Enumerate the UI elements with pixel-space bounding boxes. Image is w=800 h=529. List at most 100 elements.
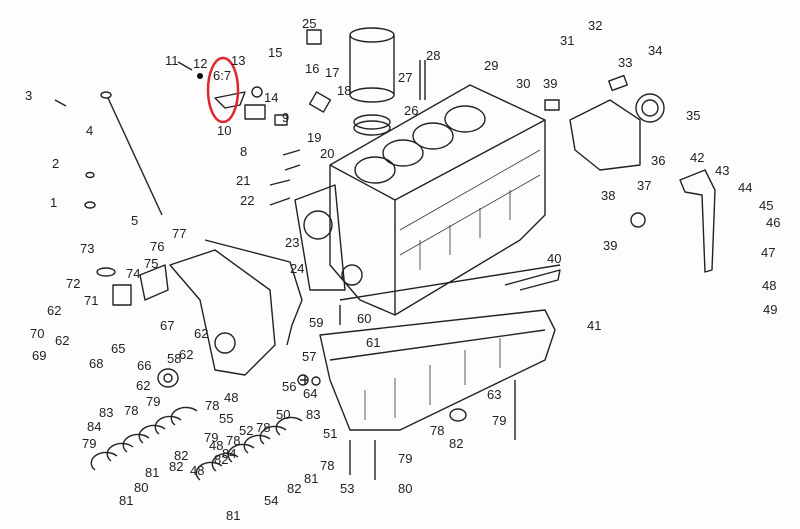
bearing-shell — [243, 434, 271, 454]
callout-84: 84 — [87, 419, 101, 434]
callout-82: 82 — [287, 481, 301, 496]
callout-11: 11 — [165, 53, 179, 68]
callout-24: 24 — [290, 261, 304, 276]
callout-81: 81 — [304, 471, 318, 486]
callout-41: 41 — [587, 318, 601, 333]
callout-39: 39 — [603, 238, 617, 253]
callout-30: 30 — [516, 76, 530, 91]
callout-81: 81 — [145, 465, 159, 480]
callout-62: 62 — [55, 333, 69, 348]
callout-79: 79 — [204, 430, 218, 445]
callout-20: 20 — [320, 146, 334, 161]
callout-75: 75 — [144, 256, 158, 271]
callout-47: 47 — [761, 245, 775, 260]
callout-36: 36 — [651, 153, 665, 168]
dipstick — [54, 91, 163, 216]
bearing-shell — [227, 443, 255, 463]
callout-83: 83 — [306, 407, 320, 422]
callout-62: 62 — [136, 378, 150, 393]
callout-72: 72 — [66, 276, 80, 291]
callout-42: 42 — [690, 150, 704, 165]
callout-16: 16 — [305, 61, 319, 76]
callout-82: 82 — [174, 448, 188, 463]
callout-67: 67 — [160, 318, 174, 333]
callout-28: 28 — [426, 48, 440, 63]
callout-37: 37 — [637, 178, 651, 193]
callout-55: 55 — [219, 411, 233, 426]
callout-71: 71 — [84, 293, 98, 308]
callout-35: 35 — [686, 108, 700, 123]
callout-14: 14 — [264, 90, 278, 105]
bearing-shell — [259, 425, 287, 445]
callout-48: 48 — [209, 438, 223, 453]
callout-49: 49 — [763, 302, 777, 317]
callout-79: 79 — [398, 451, 412, 466]
callout-65: 65 — [111, 341, 125, 356]
bearing-shell — [138, 424, 166, 444]
callout-84: 84 — [222, 446, 236, 461]
callout-78: 78 — [320, 458, 334, 473]
callout-2: 2 — [52, 156, 59, 171]
callout-21: 21 — [236, 173, 250, 188]
callout-51: 51 — [323, 426, 337, 441]
callout-78: 78 — [256, 420, 270, 435]
callout-79: 79 — [492, 413, 506, 428]
bearing-shell — [106, 442, 134, 462]
callout-62: 62 — [179, 347, 193, 362]
callout-80: 80 — [134, 480, 148, 495]
callout-22: 22 — [240, 193, 254, 208]
callout-10: 10 — [217, 123, 231, 138]
bearing-shell — [154, 415, 182, 435]
callout-64: 64 — [303, 386, 317, 401]
callout-58: 58 — [167, 351, 181, 366]
callout-79: 79 — [146, 394, 160, 409]
callout-27: 27 — [398, 70, 412, 85]
oil-sump — [319, 264, 561, 431]
cylinder-liner — [306, 27, 426, 136]
callout-54: 54 — [264, 493, 278, 508]
callout-3: 3 — [25, 88, 32, 103]
bearing-shell — [195, 461, 223, 481]
callout-70: 70 — [30, 326, 44, 341]
callout-46: 46 — [766, 215, 780, 230]
callout-23: 23 — [285, 235, 299, 250]
callout-80: 80 — [398, 481, 412, 496]
callout-9: 9 — [282, 110, 289, 125]
callout-19: 19 — [307, 130, 321, 145]
callout-60: 60 — [357, 311, 371, 326]
callout-4: 4 — [86, 123, 93, 138]
callout-50: 50 — [276, 407, 290, 422]
callout-56: 56 — [282, 379, 296, 394]
callout-62: 62 — [194, 326, 208, 341]
callout-78: 78 — [226, 433, 240, 448]
callout-45: 45 — [759, 198, 773, 213]
callout-48: 48 — [762, 278, 776, 293]
callout-32: 32 — [588, 18, 602, 33]
callout-78: 78 — [205, 398, 219, 413]
callout-38: 38 — [601, 188, 615, 203]
callout-8: 8 — [240, 144, 247, 159]
bearing-shell — [122, 433, 150, 453]
rear-seal-housing — [569, 74, 716, 273]
bearing-shell — [275, 416, 303, 436]
callout-48: 48 — [224, 390, 238, 405]
callout-78: 78 — [124, 403, 138, 418]
callout-6-7: 6:7 — [213, 68, 231, 83]
callout-74: 74 — [126, 266, 140, 281]
callout-82: 82 — [214, 452, 228, 467]
cylinder-block — [294, 84, 546, 316]
callout-33: 33 — [618, 55, 632, 70]
callout-26: 26 — [404, 103, 418, 118]
callout-25: 25 — [302, 16, 316, 31]
callout-82: 82 — [169, 459, 183, 474]
callout-77: 77 — [172, 226, 186, 241]
callout-13: 13 — [231, 53, 245, 68]
callout-15: 15 — [268, 45, 282, 60]
callout-1: 1 — [50, 195, 57, 210]
callout-61: 61 — [366, 335, 380, 350]
callout-81: 81 — [119, 493, 133, 508]
callout-44: 44 — [738, 180, 752, 195]
